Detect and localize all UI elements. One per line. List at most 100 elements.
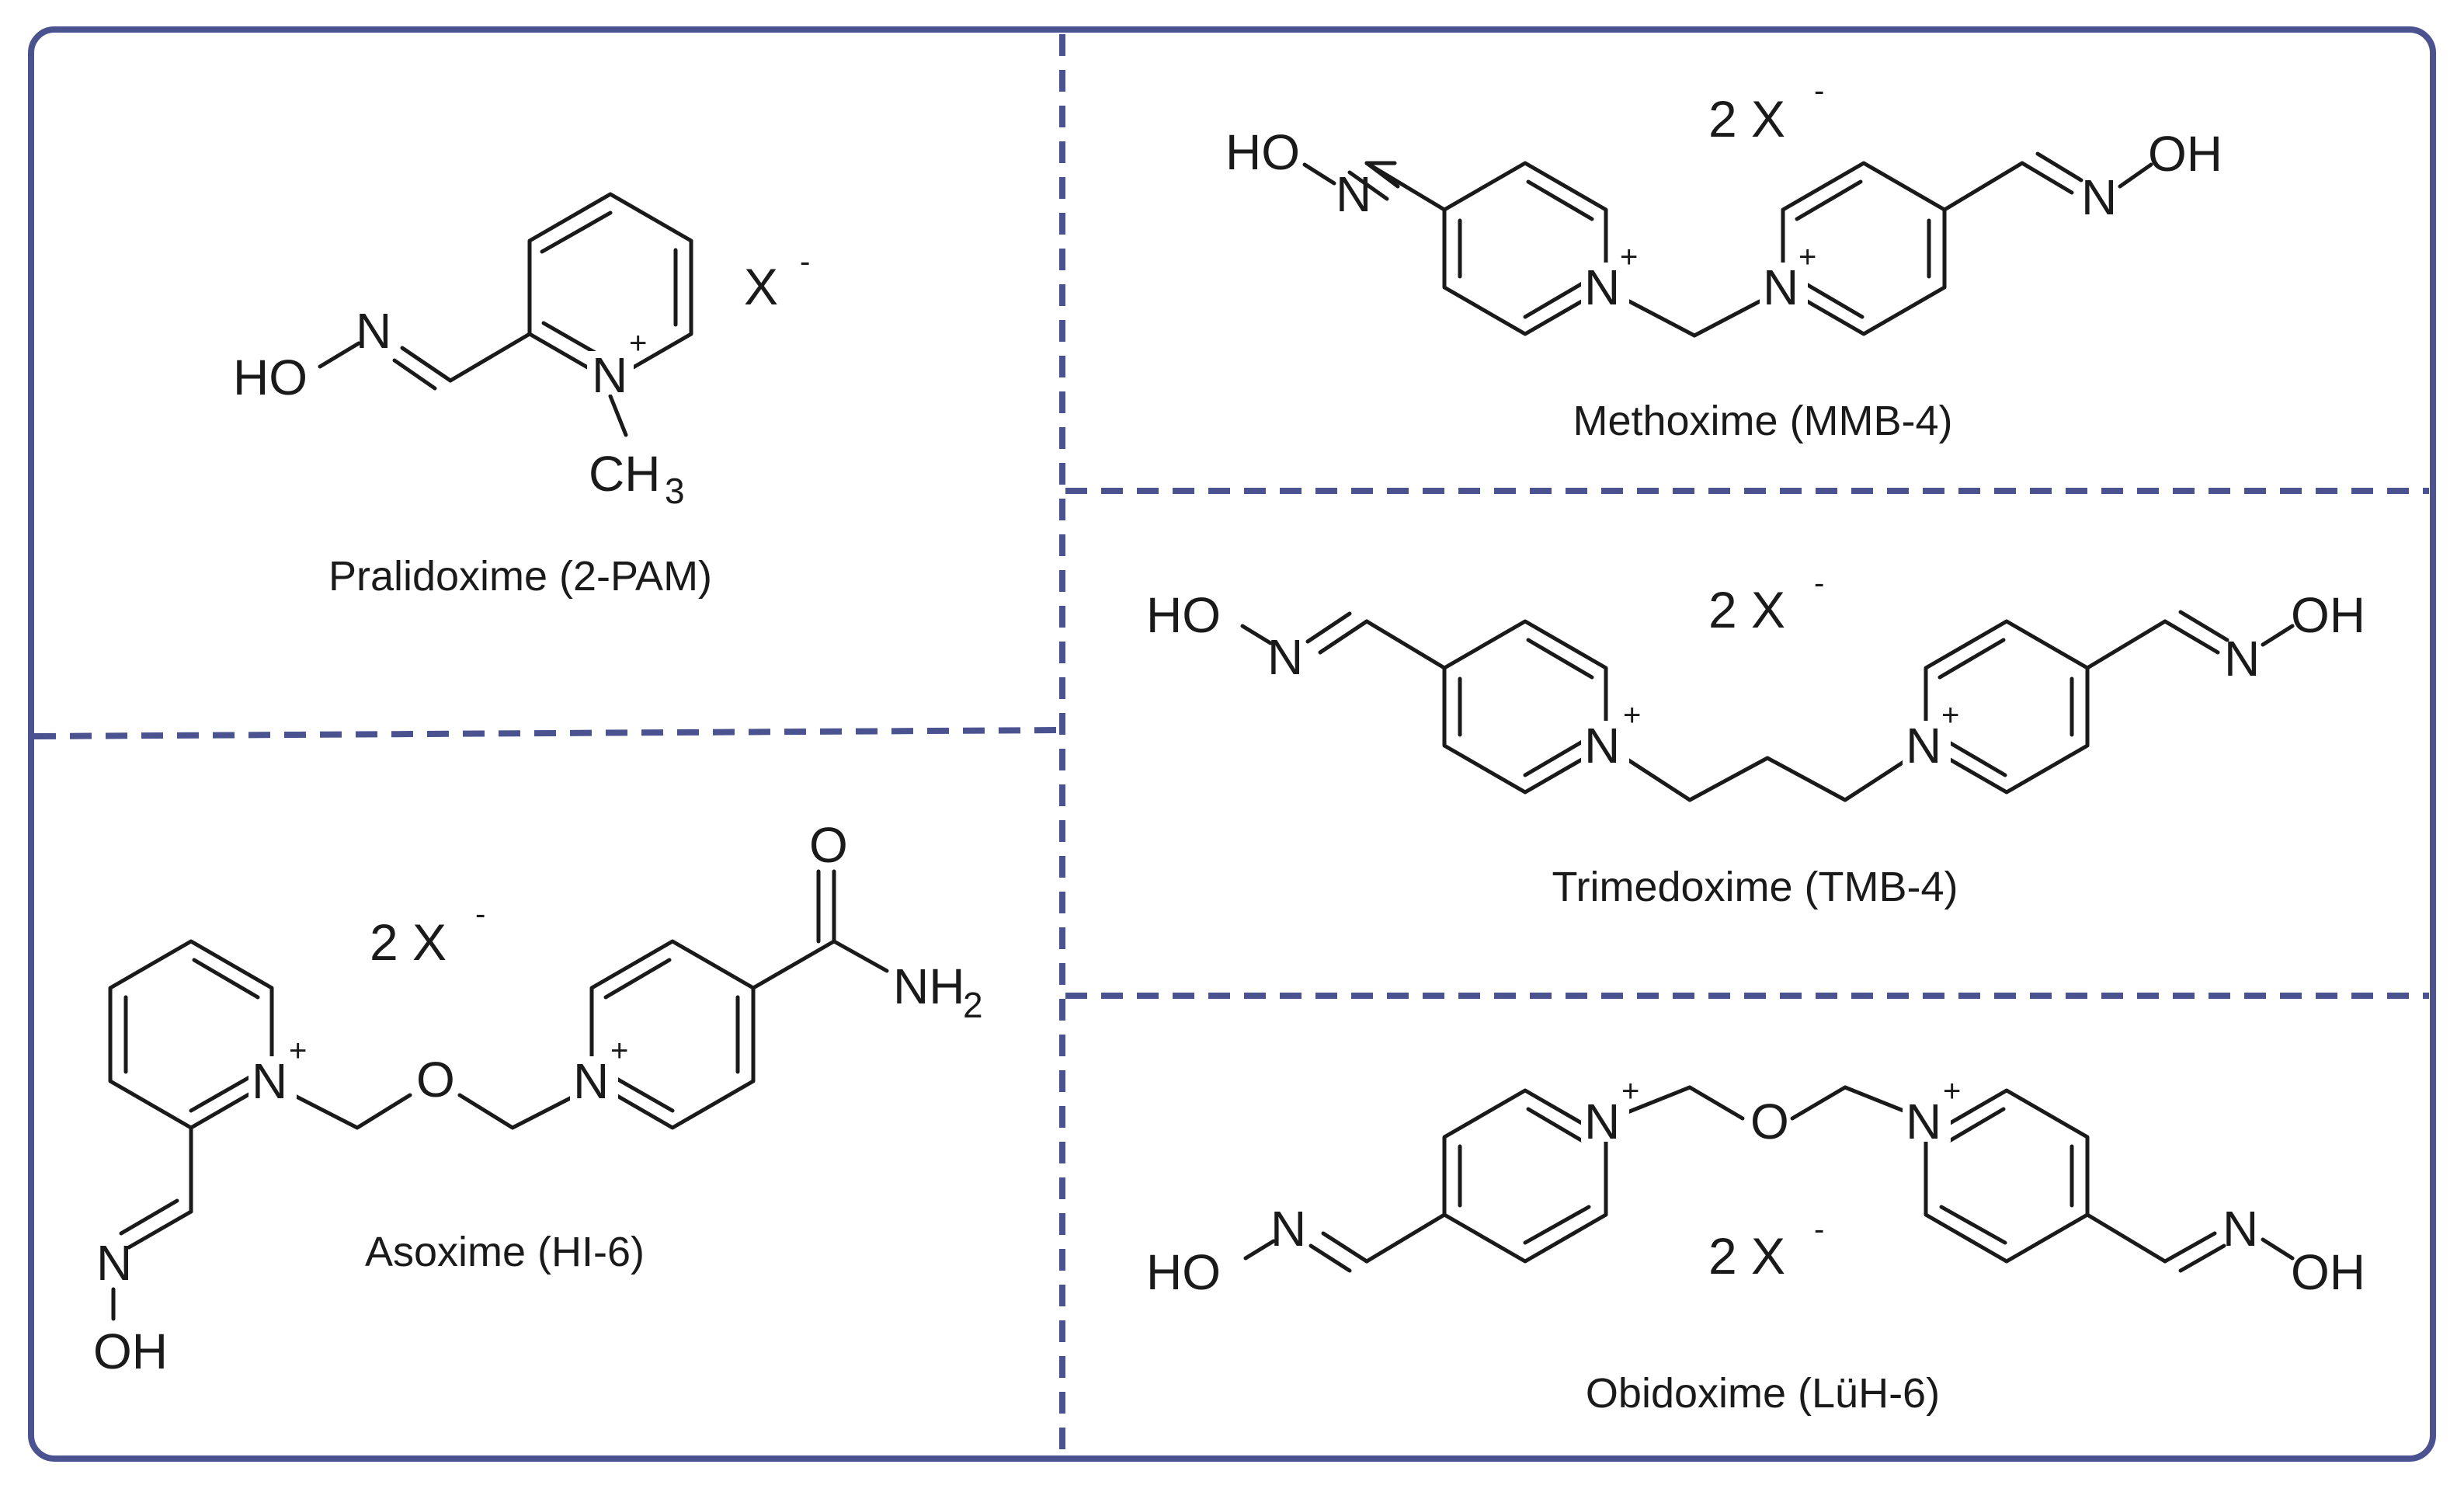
ring-nitrogen-left: N [1584, 1094, 1620, 1149]
methyl-bond [608, 394, 628, 437]
pyridinium-ring-left [1442, 161, 1608, 336]
oxime-double-bond-left [1305, 611, 1352, 644]
amide-n-bond [832, 939, 889, 973]
oxime-double-bond [119, 1198, 179, 1236]
ring-nitrogen-right: N [1763, 259, 1798, 315]
ring-nitrogen-right: N [1906, 1094, 1941, 1149]
oxime-hydroxyl-right: OH [2291, 587, 2365, 643]
pyridinium-ring-left [108, 939, 274, 1130]
ring-double-bond [1939, 736, 2007, 777]
oxime-nitrogen-right: N [2081, 169, 2117, 225]
ring-double-bond [1796, 277, 1865, 319]
counter-ion: X [744, 258, 778, 315]
structure-obidoxime: N + N + O N HO N OH 2 X - Obidoxime (LüH… [1146, 1074, 2365, 1417]
oxime-hydroxyl: OH [93, 1323, 168, 1379]
ring-double-bond [1523, 736, 1591, 777]
counter-ion: 2 X [1708, 581, 1785, 638]
compound-name: Asoxime (HI-6) [365, 1229, 645, 1275]
oxime-hydroxyl-left: HO [1146, 1244, 1221, 1300]
structure-trimedoxime: N + N + N HO N OH 2 X - Trimedoxime (TMB… [1146, 566, 2365, 910]
counter-charge: - [1814, 566, 1824, 600]
ring-double-bond [1523, 1205, 1591, 1245]
compound-name: Pralidoxime (2-PAM) [328, 553, 712, 600]
oxime-nitrogen-left: N [1336, 166, 1371, 222]
oxime-double-bond-right [2163, 1231, 2217, 1264]
oxime-hydroxyl-left: HO [1146, 587, 1221, 643]
ring-nitrogen-left: N [1584, 718, 1620, 774]
ring-charge-right: + [610, 1034, 628, 1068]
n-o-bond [318, 341, 361, 369]
n-o-bond-left [1302, 162, 1336, 186]
oxime-double-bond [127, 1209, 193, 1250]
vinyl-bond-left [1364, 1212, 1447, 1264]
vinyl-bond-right [1942, 161, 2024, 212]
ether-bridge [1625, 1085, 1745, 1121]
oxime-hydroxyl: HO [233, 350, 308, 405]
compound-name: Trimedoxime (TMB-4) [1552, 864, 1958, 910]
ether-oxygen: O [416, 1052, 455, 1108]
compound-name: Methoxime (MMB-4) [1573, 398, 1952, 444]
n-label-mask [1581, 721, 1629, 766]
ring-charge-right: + [1943, 1074, 1961, 1108]
oxime-double-bond-left [1321, 1231, 1369, 1264]
n-label-mask [587, 351, 634, 395]
ring-double-bond [1939, 1205, 2007, 1245]
n-label-mask [1581, 263, 1629, 308]
amide-group: NH [893, 958, 964, 1014]
oxime-double-bond [400, 346, 453, 383]
ring-charge-left: + [289, 1034, 307, 1068]
n-label-mask [1903, 1097, 1951, 1142]
propylene-chain [1625, 756, 1910, 802]
ring-double-bond [1526, 179, 1594, 221]
ring-nitrogen-right: N [573, 1053, 609, 1109]
counter-charge: - [475, 897, 485, 931]
structure-methoxime: N + N + N HO N OH 2 X - Methoxime (MMB-4… [1225, 74, 2222, 444]
structure-asoxime: N + N + O N OH O NH 2 2 X - Asoxime (HI-… [93, 817, 983, 1379]
oxime-double-bond-left [1347, 170, 1389, 201]
ring-nitrogen-left: N [1584, 259, 1620, 315]
compound-name: Obidoxime (LüH-6) [1586, 1370, 1940, 1417]
figure-frame [28, 26, 2436, 1462]
n-o-bond-right [2261, 1237, 2295, 1261]
oxime-double-bond-left [1364, 161, 1400, 189]
counter-ion: 2 X [370, 913, 447, 971]
oxime-double-bond-right [2178, 610, 2229, 642]
ring-double-bond [1523, 277, 1591, 319]
n-label-mask [248, 1056, 297, 1101]
ring-nitrogen-left: N [252, 1053, 287, 1109]
counter-ion: 2 X [1708, 90, 1785, 148]
vinyl-bond-right [2085, 1212, 2167, 1264]
ether-oxygen: O [1750, 1094, 1789, 1149]
oxime-nitrogen-left: N [1267, 629, 1303, 685]
oxime-double-bond-right [2020, 161, 2074, 195]
vinyl-bond [448, 332, 532, 383]
ring-double-bond [1526, 638, 1594, 680]
n-o-bond-left [1240, 624, 1273, 645]
ring-double-bond [540, 210, 613, 254]
ring-double-bond [541, 321, 599, 356]
oxime-nitrogen-left: N [1270, 1201, 1306, 1257]
amide-bond [751, 939, 836, 990]
oxime-double-bond-left [1318, 619, 1369, 655]
n-label-mask [570, 1056, 618, 1101]
oxime-hydroxyl-right: OH [2291, 1244, 2365, 1300]
ring-nitrogen: N [592, 347, 627, 403]
n-label-mask [1760, 263, 1808, 308]
ring-charge-left: + [1623, 698, 1641, 732]
ring-nitrogen-right: N [1906, 718, 1941, 774]
ring-charge-left: + [1621, 1074, 1639, 1108]
ring-double-bond [603, 958, 672, 1000]
methyl-subscript: 3 [665, 471, 685, 511]
oxime-double-bond-right [2163, 619, 2220, 655]
counter-ion: 2 X [1708, 1227, 1785, 1285]
ring-double-bond [1526, 1107, 1583, 1142]
ring-charge-left: + [1620, 240, 1638, 274]
n-o-bond-left [1243, 1239, 1276, 1261]
oxime-nitrogen: N [96, 1235, 132, 1291]
ring-double-bond [1937, 638, 2006, 680]
oxime-double-bond-right [2035, 151, 2083, 183]
oxime-nitrogen: N [356, 303, 391, 359]
structure-pralidoxime: N + N HO CH 3 X - Pralidoxime (2-PAM) [233, 192, 810, 600]
counter-charge: - [1814, 74, 1824, 108]
